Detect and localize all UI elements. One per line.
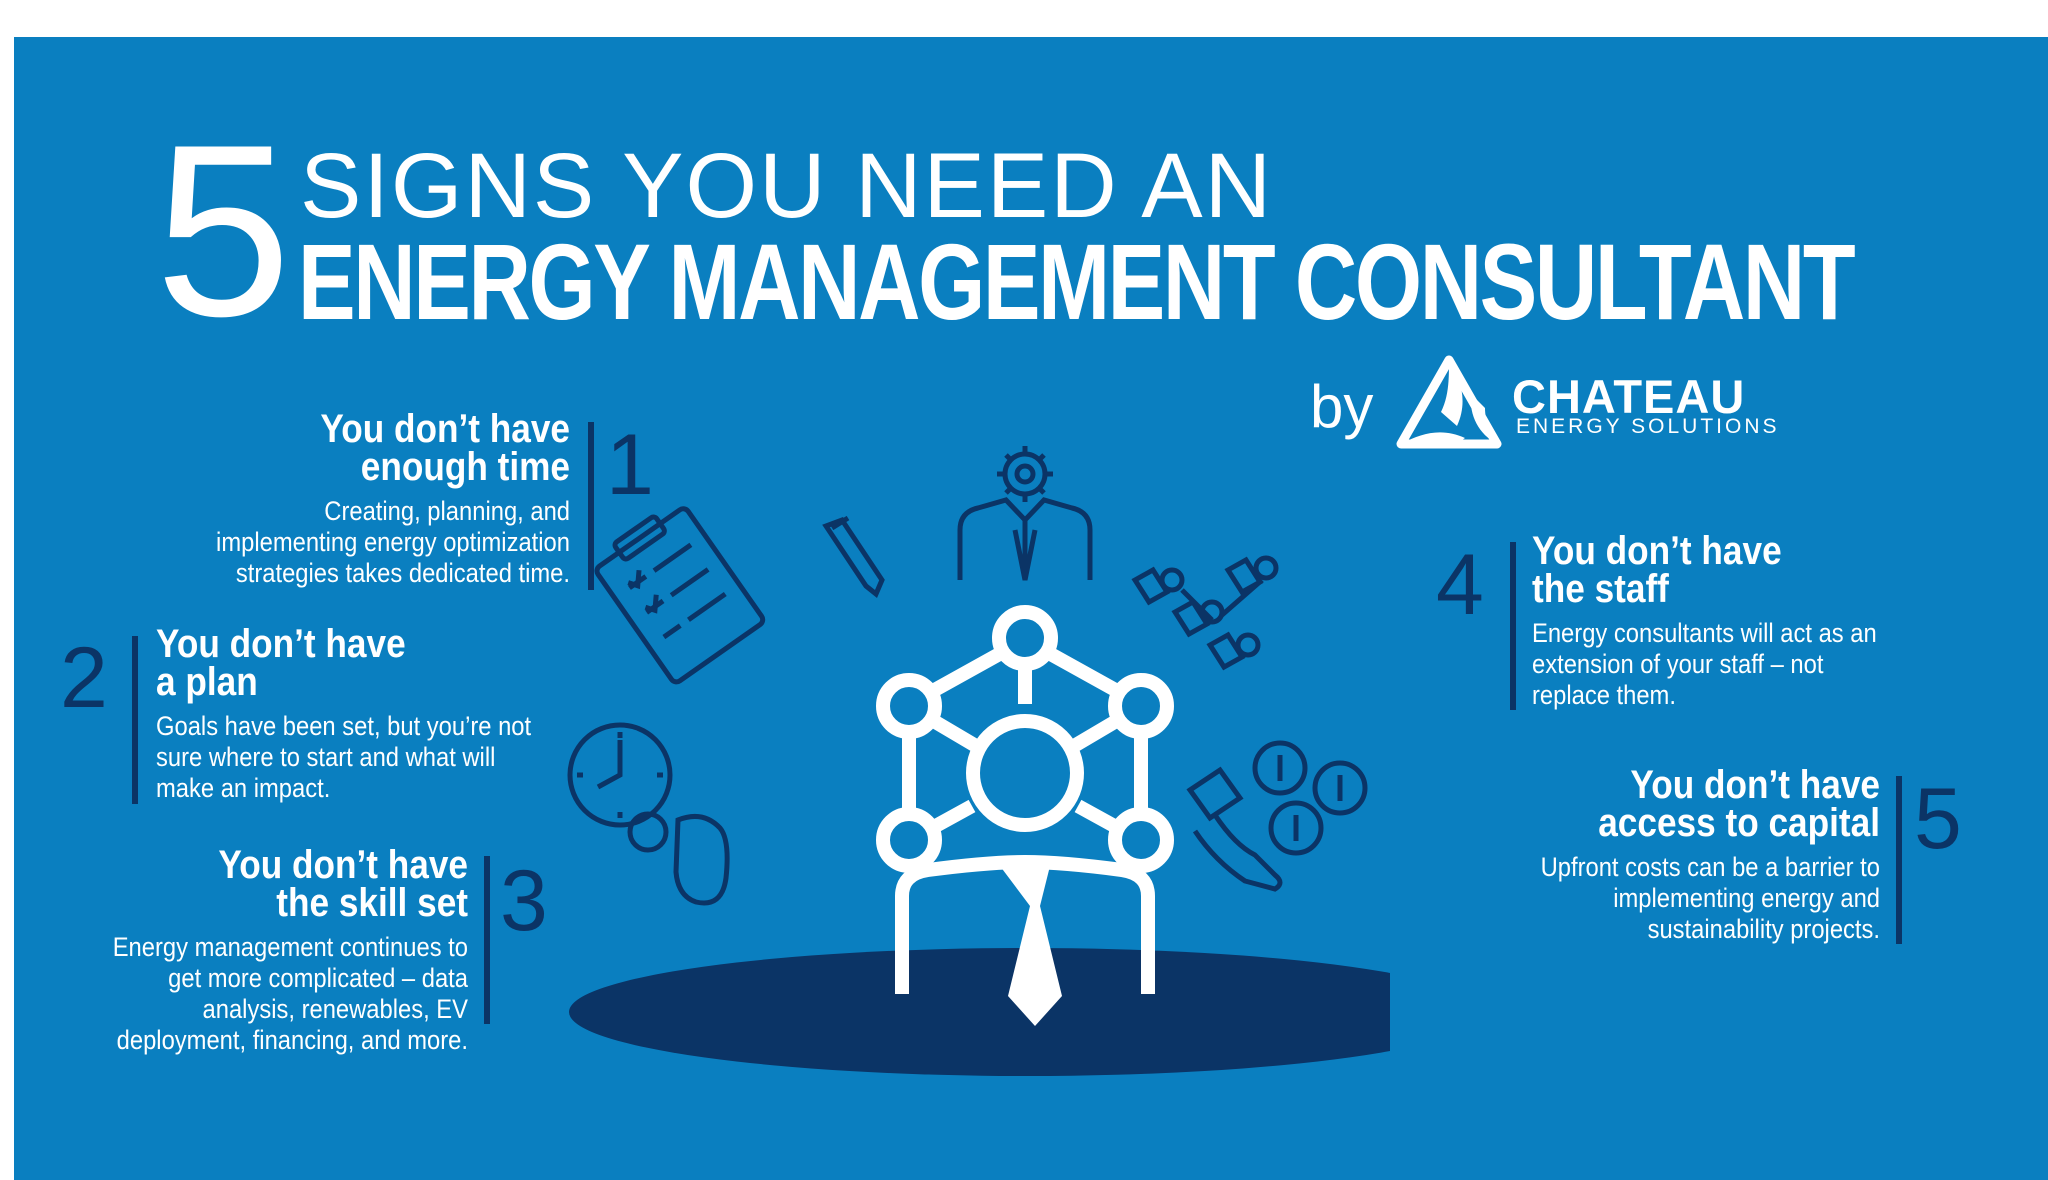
sign-5: You don’t have access to capital Upfront… — [1400, 763, 1880, 945]
sign-2-body-line-1: Goals have been set, but you’re not — [156, 711, 532, 741]
sign-3: You don’t have the skill set Energy mana… — [0, 843, 469, 1056]
chateau-logo-icon — [1396, 355, 1502, 449]
sign-1-divider — [588, 422, 594, 590]
sign-2-body-line-3: make an impact. — [156, 773, 331, 803]
sign-5-heading-line-1: You don’t have — [1630, 763, 1880, 807]
sign-5-heading-line-2: access to capital — [1598, 801, 1880, 845]
clipboard-icon — [594, 506, 766, 685]
sign-1-heading-line-1: You don’t have — [320, 407, 570, 451]
brand-subtitle: ENERGY SOLUTIONS — [1516, 415, 1780, 438]
brand-name: CHATEAU — [1512, 370, 1746, 423]
title-line-2: ENERGY MANAGEMENT CONSULTANT — [298, 221, 1856, 342]
sign-4-divider — [1510, 542, 1516, 710]
sign-1: You don’t have enough time Creating, pla… — [80, 407, 570, 589]
title-number: 5 — [155, 93, 291, 367]
sign-5-divider — [1896, 776, 1902, 944]
money-hand-icon — [1186, 740, 1368, 892]
sign-2: You don’t have a plan Goals have been se… — [156, 622, 676, 804]
sign-2-heading-line-1: You don’t have — [156, 622, 406, 666]
gear-person-icon — [957, 446, 1093, 581]
sign-1-body-line-1: Creating, planning, and — [324, 496, 570, 526]
sign-2-divider — [132, 636, 138, 804]
sign-4-body-line-1: Energy consultants will act as an — [1532, 618, 1877, 648]
sign-5-number: 5 — [1914, 771, 1962, 867]
sign-3-body-line-1: Energy management continues to — [112, 932, 468, 962]
sign-4-heading-line-2: the staff — [1532, 567, 1669, 611]
sign-3-heading-line-1: You don’t have — [218, 843, 468, 887]
sign-4-number: 4 — [1436, 537, 1484, 633]
pencil-icon — [822, 515, 885, 599]
flowchart-icon — [1131, 555, 1279, 671]
brand-by: by — [1310, 373, 1374, 440]
sign-1-heading-line-2: enough time — [360, 445, 570, 489]
sign-4-body-line-2: extension of your staff – not — [1532, 649, 1824, 679]
sign-4-body-line-3: replace them. — [1532, 680, 1676, 710]
clock-icon — [567, 722, 730, 906]
sign-3-divider — [484, 856, 490, 1024]
tie-icon — [1000, 866, 1062, 1026]
network-person-icon — [876, 605, 1174, 994]
sign-2-number: 2 — [60, 630, 108, 726]
sign-1-body-line-3: strategies takes dedicated time. — [235, 558, 570, 588]
sign-3-heading-line-2: the skill set — [276, 881, 468, 925]
sign-4-heading-line-1: You don’t have — [1532, 529, 1782, 573]
sign-5-body-line-2: implementing energy and — [1613, 883, 1880, 913]
sign-3-body-line-3: analysis, renewables, EV — [202, 994, 469, 1024]
sign-1-body-line-2: implementing energy optimization — [216, 527, 570, 557]
title-line-1: SIGNS YOU NEED AN — [300, 135, 1274, 237]
sign-2-body-line-2: sure where to start and what will — [156, 742, 496, 772]
sign-3-body-line-4: deployment, financing, and more. — [116, 1025, 468, 1055]
sign-3-body-line-2: get more complicated – data — [168, 963, 468, 993]
sign-4: You don’t have the staff Energy consulta… — [1532, 529, 2012, 711]
sign-5-body-line-1: Upfront costs can be a barrier to — [1540, 852, 1880, 882]
sign-1-number: 1 — [606, 417, 654, 513]
sign-5-body-line-3: sustainability projects. — [1647, 914, 1880, 944]
consultant-illustration — [567, 446, 1390, 1076]
floor-shadow-ellipse — [569, 948, 1390, 1076]
sign-3-number: 3 — [500, 853, 548, 949]
sign-2-heading-line-2: a plan — [156, 660, 258, 704]
